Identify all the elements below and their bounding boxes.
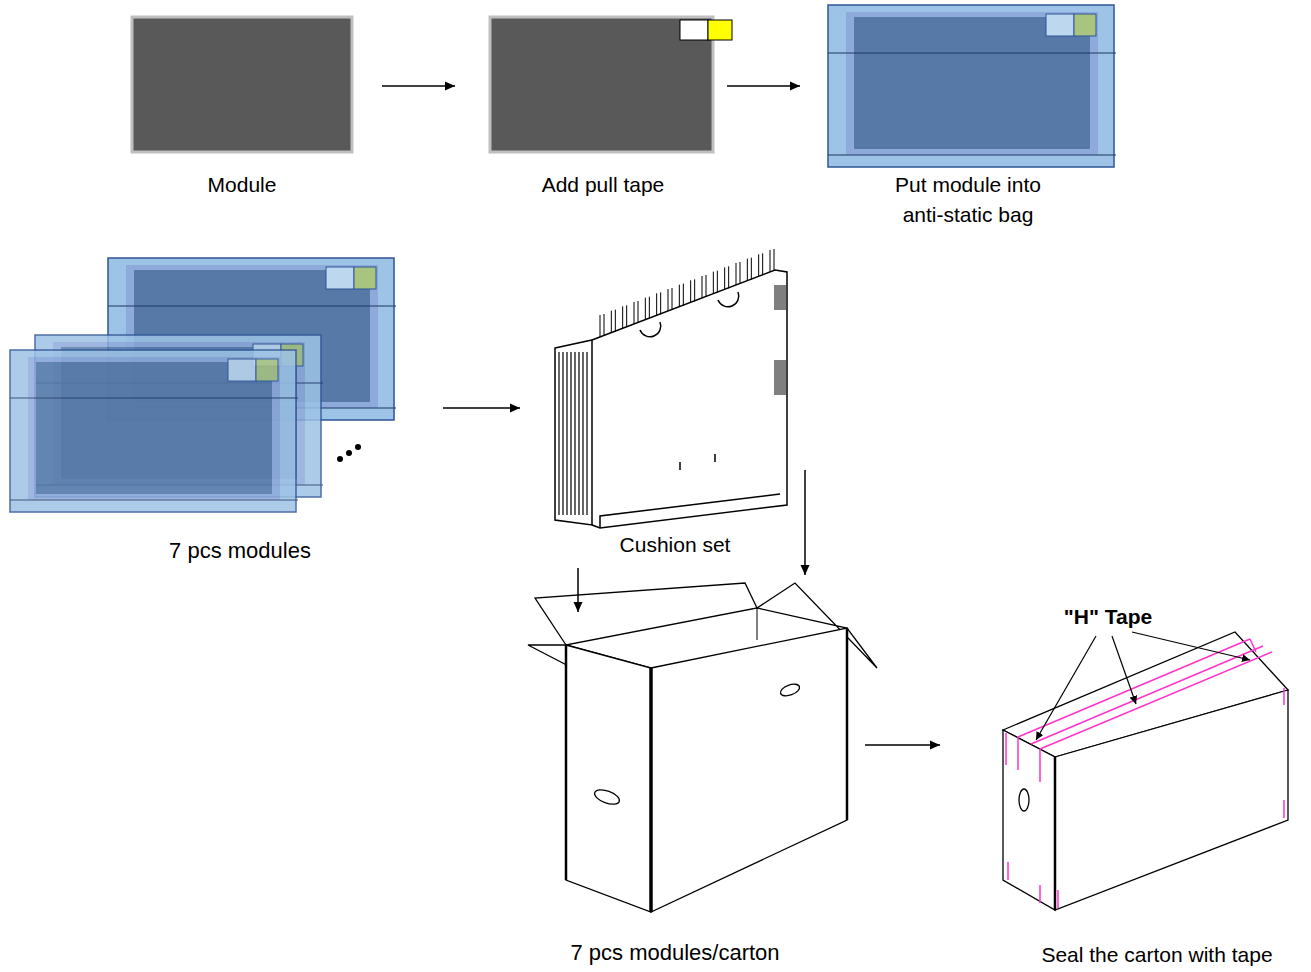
cushion-slat [781, 360, 782, 395]
cushion-slat [622, 306, 623, 328]
cushion-slat [728, 266, 729, 288]
cushion-slat [717, 271, 718, 293]
tape-label: "H" Tape [1064, 604, 1152, 629]
cushion-slat [781, 285, 782, 310]
cushion-slat [702, 276, 703, 298]
flow-arrow [727, 85, 800, 87]
leader-line [1036, 632, 1250, 740]
open-carton [528, 583, 877, 912]
cushion-slat [562, 352, 563, 515]
antistatic-bag [828, 5, 1116, 167]
flow-arrow [804, 470, 806, 575]
cushion-slat [775, 285, 776, 310]
ellipsis-dot [355, 444, 361, 450]
pull-tape [680, 20, 708, 40]
cushion-slat [713, 272, 714, 294]
cushion-slat [777, 285, 778, 310]
step-figure: Module [128, 15, 356, 205]
cushion-slat [578, 352, 579, 515]
cushion-slat [762, 253, 763, 275]
cushion-slat [586, 352, 587, 515]
step-figure: Cushion set [546, 260, 805, 560]
step-figure: Put module into anti-static bag [826, 3, 1116, 235]
step-caption: Cushion set [620, 532, 731, 557]
cushion-slat [660, 292, 661, 314]
cushion-slat [672, 288, 673, 310]
sealing-tape [1006, 639, 1284, 908]
module-figure [490, 17, 713, 152]
cushion-figure [555, 249, 787, 528]
sealed-carton [1003, 632, 1288, 910]
cushion-slat [777, 360, 778, 395]
cushion-slat [758, 254, 759, 276]
cushion-slat [683, 284, 684, 306]
ellipsis-dot [337, 456, 343, 462]
cushion-slat [785, 360, 786, 395]
step-figure: 7 pcs modules/carton [526, 600, 862, 970]
flow-arrow [577, 568, 579, 612]
cushion-slat [638, 301, 639, 323]
cushion-slat [779, 285, 780, 310]
step-caption: Seal the carton with tape [1041, 942, 1272, 967]
ellipsis-dot [346, 450, 352, 456]
cushion-slat [774, 249, 775, 271]
cushion-slat [740, 262, 741, 284]
cushion-slat [582, 352, 583, 515]
cushion-slat [779, 360, 780, 395]
cushion-slat [679, 285, 680, 307]
cushion-slat [645, 298, 646, 320]
cushion-slat [570, 352, 571, 515]
cushion-slat [724, 267, 725, 289]
cushion-slat [604, 314, 605, 336]
step-caption: Put module into anti-static bag [883, 170, 1053, 230]
cushion-slat [751, 258, 752, 280]
cushion-slat [566, 352, 567, 515]
label-holder: "H" Tape [1064, 604, 1152, 629]
step-figure: Seal the carton with tape [958, 640, 1303, 970]
cushion-slat [626, 305, 627, 327]
cushion-slat [694, 279, 695, 301]
cushion-slat [690, 280, 691, 302]
cushion-slat [783, 285, 784, 310]
cushion-slat [668, 289, 669, 311]
step-figure: 7 pcs modules [8, 256, 397, 568]
step-caption: Module [208, 172, 277, 197]
cushion-slat [615, 310, 616, 332]
cushion-slat [656, 293, 657, 315]
cushion-slat [634, 302, 635, 324]
step-caption: 7 pcs modules [169, 538, 311, 564]
cushion-slat [600, 315, 601, 337]
antistatic-bag [10, 350, 298, 512]
flow-arrow [382, 85, 455, 87]
step-caption: 7 pcs modules/carton [570, 940, 779, 966]
cushion-slat [770, 250, 771, 272]
cushion-slat [558, 352, 559, 515]
cushion-slat [785, 285, 786, 310]
cushion-slat [611, 311, 612, 333]
module-figure [132, 17, 352, 152]
cushion-slat [736, 263, 737, 285]
cushion-slat [574, 352, 575, 515]
cushion-slat [783, 360, 784, 395]
pull-tape [708, 20, 732, 40]
cushion-slat [775, 360, 776, 395]
cushion-slat [706, 275, 707, 297]
cushion-slat [747, 259, 748, 281]
flow-arrow [443, 407, 520, 409]
cushion-slat [649, 297, 650, 319]
step-figure: Add pull tape [488, 15, 716, 205]
step-caption: Add pull tape [542, 172, 665, 197]
flow-arrow [865, 744, 940, 746]
